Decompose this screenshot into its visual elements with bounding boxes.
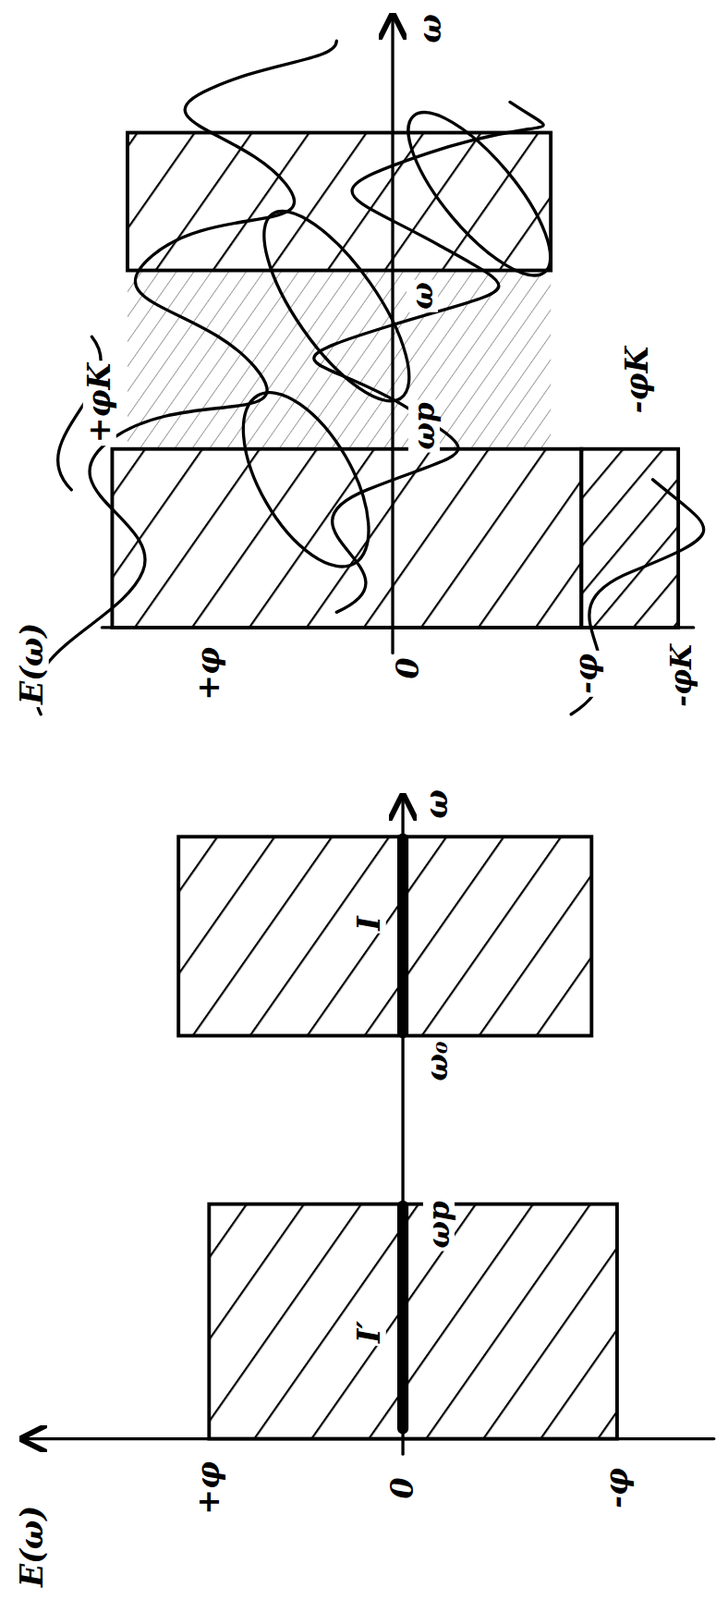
axis-label: E(ω)	[15, 1501, 49, 1589]
bold-interval	[397, 837, 409, 1032]
bold-interval	[397, 1205, 409, 1429]
tick-label: -φK	[620, 342, 655, 415]
tick-label: ωp	[423, 1197, 455, 1250]
interval-label: I′	[351, 1317, 386, 1346]
band-box	[581, 449, 679, 628]
tick-label: +φ	[192, 643, 226, 704]
energy-axis	[101, 625, 693, 629]
tick-label: ωp	[408, 400, 440, 453]
tick-label: ω	[406, 279, 438, 312]
tick-label: 0	[390, 655, 425, 682]
lower-plot	[22, 795, 714, 1454]
tick-label: 0	[386, 1473, 420, 1501]
tick-label: +φ	[192, 1457, 226, 1517]
band-box	[111, 449, 582, 628]
band-box	[208, 1203, 618, 1439]
wave-curve	[314, 101, 544, 612]
energy-axis	[22, 1436, 714, 1440]
tick-label: -φ	[600, 1464, 634, 1511]
axis-label: ω	[419, 786, 453, 822]
band-box	[127, 133, 551, 271]
wave-loop	[218, 372, 395, 586]
omega-axis	[400, 795, 404, 1454]
wave-loop	[386, 92, 572, 295]
band-box	[178, 836, 592, 1035]
tick-label: -φ	[570, 650, 604, 697]
upper-plot	[35, 15, 704, 715]
interval-label: I	[351, 912, 386, 934]
axis-label: ω	[413, 11, 448, 47]
tick-label: -φK	[665, 641, 697, 710]
wave-curve	[35, 40, 337, 715]
tick-label: ω₀	[421, 1038, 453, 1084]
tick-label: +φK	[83, 360, 117, 446]
wave-loop	[238, 190, 435, 422]
omega-axis	[390, 15, 394, 654]
axis-label: E(ω)	[15, 619, 49, 707]
